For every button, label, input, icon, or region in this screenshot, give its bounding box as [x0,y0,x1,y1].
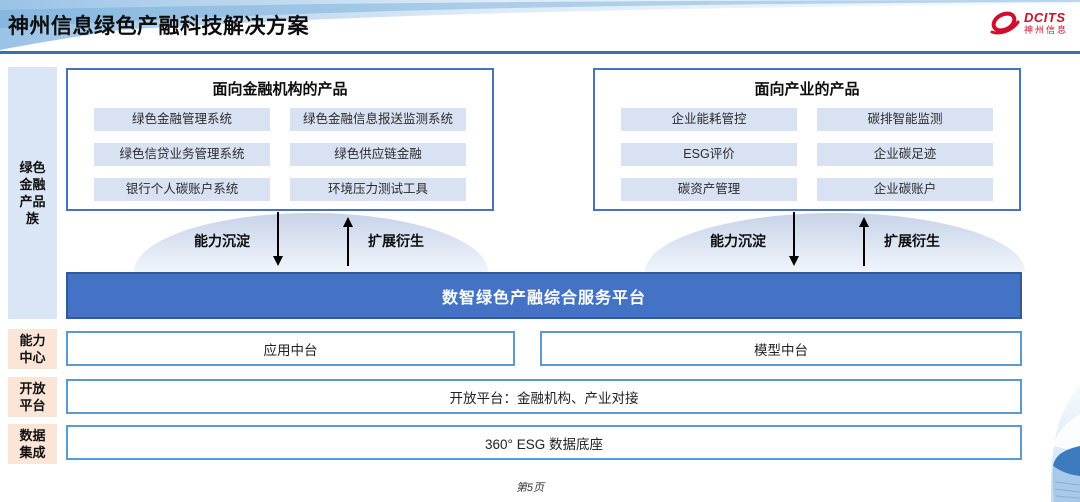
sidebar-item-capability-center: 能力中心 [8,329,57,369]
open-platform-label: 开放平台：金融机构、产业对接 [449,390,639,406]
product-pill: 碳资产管理 [621,178,797,201]
page-number: 第5页 [515,482,545,494]
slide-title: 神州信息绿色产融科技解决方案 [8,15,309,38]
product-pill: 银行个人碳账户系统 [94,178,270,201]
product-pill: 企业能耗管控 [621,108,797,131]
product-pill: 碳排智能监测 [817,108,993,131]
data-base-label: 360° ESG 数据底座 [485,436,603,452]
model-middle-platform-label: 模型中台 [754,342,808,358]
down-arrow-icon [789,212,799,266]
down-arrow-icon [273,212,283,266]
product-pill: 绿色金融管理系统 [94,108,270,131]
up-arrow-icon [343,217,353,266]
finance-products-box: 面向金融机构的产品 绿色金融管理系统 绿色金融信息报送监测系统 绿色信贷业务管理… [66,68,494,211]
dcits-logo-icon [990,11,1020,35]
sidebar-item-product-family: 绿色金融产品族 [8,67,57,319]
sidebar-item-open-platform: 开放平台 [8,377,57,417]
sidebar-label: 数据集成 [19,428,46,460]
model-middle-platform-box: 模型中台 [540,331,1022,366]
sidebar-label: 开放平台 [19,381,46,413]
flow-group-industry: 能力沉淀 扩展衍生 [688,210,988,272]
up-arrow-icon [859,217,869,266]
flow-group-finance: 能力沉淀 扩展衍生 [172,210,472,272]
title-underline [0,51,1080,54]
product-pill: 绿色金融信息报送监测系统 [290,108,466,131]
platform-bar-label: 数智绿色产融综合服务平台 [441,289,646,307]
app-middle-platform-box: 应用中台 [66,331,515,366]
capability-down-label: 能力沉淀 [710,233,766,249]
open-platform-box: 开放平台：金融机构、产业对接 [66,379,1022,414]
dcits-logo: DCITS 神州信息 [988,9,1068,37]
sidebar-label: 能力中心 [19,333,46,365]
capability-down-label: 能力沉淀 [194,233,250,249]
product-pill: 企业碳账户 [817,178,993,201]
industry-products-title: 面向产业的产品 [754,81,860,98]
header-swoosh-decoration [0,0,1080,50]
product-pill: 企业碳足迹 [817,143,993,166]
app-middle-platform-label: 应用中台 [263,342,318,358]
sidebar-label: 绿色金融产品族 [19,160,46,226]
logo-brand-cn-text: 神州信息 [1023,25,1068,35]
corner-ribbon-decoration [1050,384,1080,502]
industry-products-box: 面向产业的产品 企业能耗管控 碳排智能监测 ESG评价 企业碳足迹 碳资产管理 … [593,68,1021,211]
extension-up-label: 扩展衍生 [368,233,424,249]
platform-bar: 数智绿色产融综合服务平台 [66,272,1022,319]
product-pill: 环境压力测试工具 [290,178,466,201]
product-pill: 绿色信贷业务管理系统 [94,143,270,166]
logo-brand-text: DCITS [1023,10,1066,25]
product-pill: 绿色供应链金融 [290,143,466,166]
data-base-box: 360° ESG 数据底座 [66,425,1022,460]
sidebar-item-data-integration: 数据集成 [8,424,57,464]
product-pill: ESG评价 [621,143,797,166]
industry-products-grid: 企业能耗管控 碳排智能监测 ESG评价 企业碳足迹 碳资产管理 企业碳账户 [595,99,1019,201]
finance-products-title: 面向金融机构的产品 [212,81,348,98]
finance-products-grid: 绿色金融管理系统 绿色金融信息报送监测系统 绿色信贷业务管理系统 绿色供应链金融… [68,99,492,201]
extension-up-label: 扩展衍生 [884,233,940,249]
